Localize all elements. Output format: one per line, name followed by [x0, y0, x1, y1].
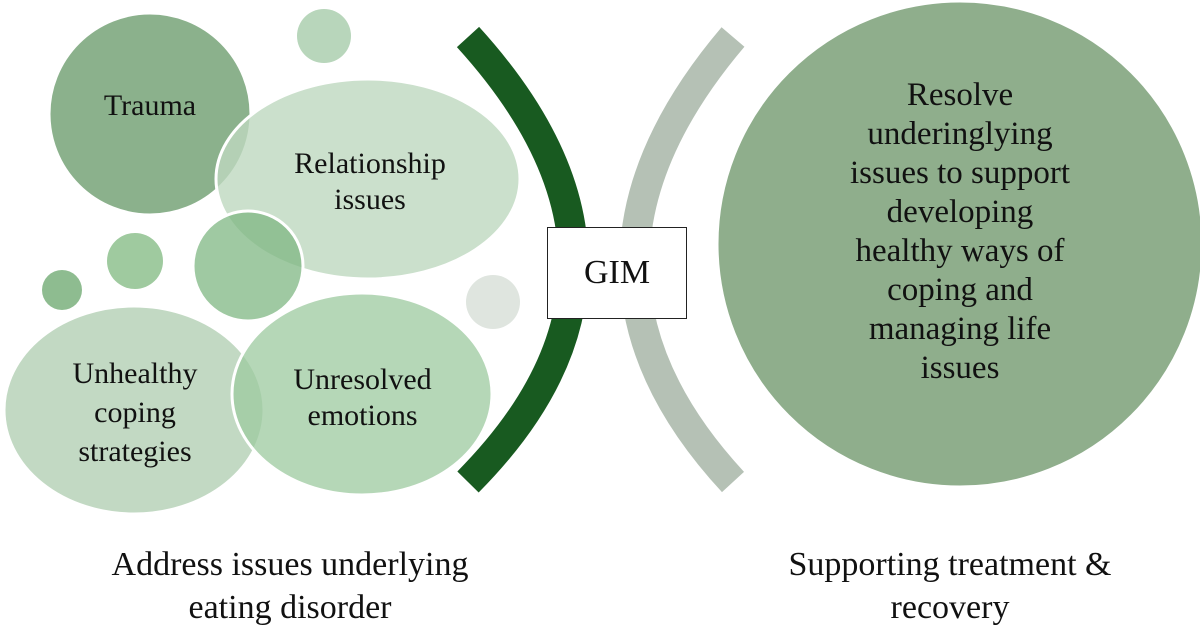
- unresolved-label: Unresolved emotions: [255, 362, 470, 434]
- left-caption-line-1: Address issues underlying: [111, 546, 469, 583]
- small-bubble-left: [42, 270, 82, 310]
- trauma-label: Trauma: [60, 88, 240, 124]
- unhealthy-line-2: coping: [94, 396, 176, 429]
- gim-label: GIM: [583, 254, 651, 291]
- unresolved-line-2: emotions: [307, 399, 418, 432]
- small-bubble-mid-left: [107, 233, 163, 289]
- outcome-line-3: issues to support: [849, 154, 1070, 191]
- unresolved-bubble: [230, 291, 494, 497]
- small-bubble-top: [297, 9, 351, 63]
- unhealthy-label: Unhealthy coping strategies: [40, 354, 230, 471]
- outcome-circle: [715, 0, 1200, 489]
- relationship-label: Relationship issues: [260, 146, 480, 218]
- relationship-line-2: issues: [334, 183, 406, 216]
- right-caption: Supporting treatment & recovery: [730, 544, 1170, 629]
- outcome-label: Resolve underinglying issues to support …: [795, 76, 1125, 388]
- outcome-line-8: issues: [920, 349, 1000, 386]
- right-caption-line-2: recovery: [890, 588, 1010, 626]
- small-bubble-gray: [466, 275, 520, 329]
- unhealthy-line-3: strategies: [78, 435, 192, 468]
- outcome-line-4: developing: [886, 193, 1034, 230]
- right-caption-line-1: Supporting treatment &: [788, 546, 1112, 583]
- unresolved-line-1: Unresolved: [293, 363, 432, 396]
- trauma-text: Trauma: [103, 89, 197, 122]
- unhealthy-line-1: Unhealthy: [72, 357, 198, 390]
- outcome-line-5: healthy ways of: [855, 232, 1065, 269]
- medium-bubble: [191, 209, 305, 323]
- relationship-bubble: [214, 77, 522, 281]
- left-caption-line-2: eating disorder: [188, 588, 392, 626]
- outcome-line-6: coping and: [887, 271, 1033, 308]
- gim-box: GIM: [547, 227, 687, 319]
- outcome-line-7: managing life: [868, 310, 1052, 347]
- relationship-line-1: Relationship: [294, 147, 446, 180]
- outcome-line-1: Resolve: [906, 77, 1014, 113]
- left-caption: Address issues underlying eating disorde…: [40, 544, 540, 629]
- outcome-line-2: underinglying: [867, 115, 1053, 152]
